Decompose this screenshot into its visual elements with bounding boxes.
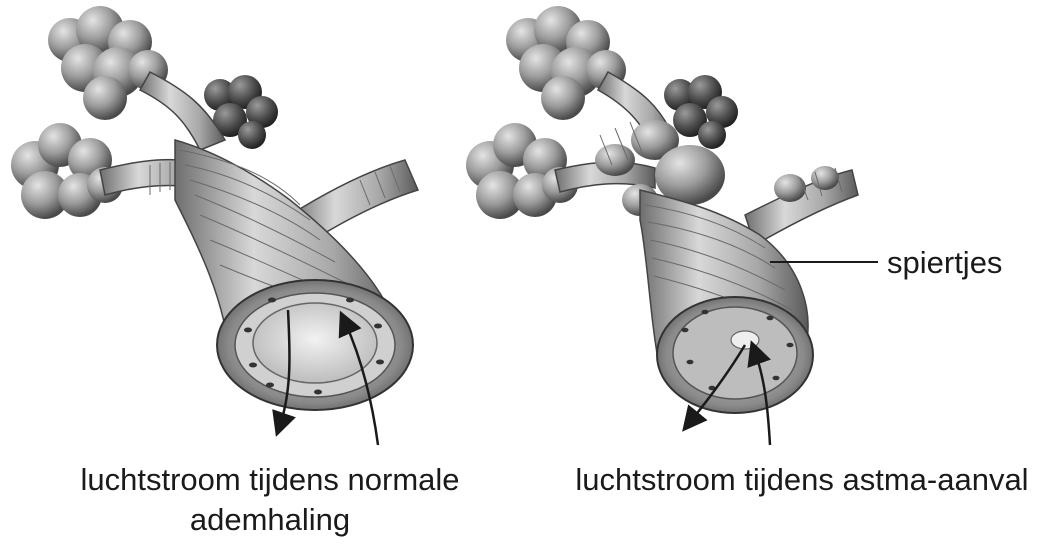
caption-asthma-line: luchtstroom tijdens astma-aanval [552,460,1052,500]
normal-airway [11,6,418,445]
caption-normal-line1: luchtstroom tijdens normale [20,460,520,500]
caption-normal-breathing: luchtstroom tijdens normale ademhaling [20,460,520,540]
airway-lumen-open [253,303,377,383]
asthma-airway [466,6,878,445]
airway-illustration [0,0,1054,470]
caption-normal-line2: ademhaling [20,500,520,540]
caption-asthma-attack: luchtstroom tijdens astma-aanval [552,460,1052,500]
alveoli-cluster-top-left [48,6,168,120]
alveoli-cluster-top-right [506,6,626,120]
muscles-label: spiertjes [887,245,1002,281]
